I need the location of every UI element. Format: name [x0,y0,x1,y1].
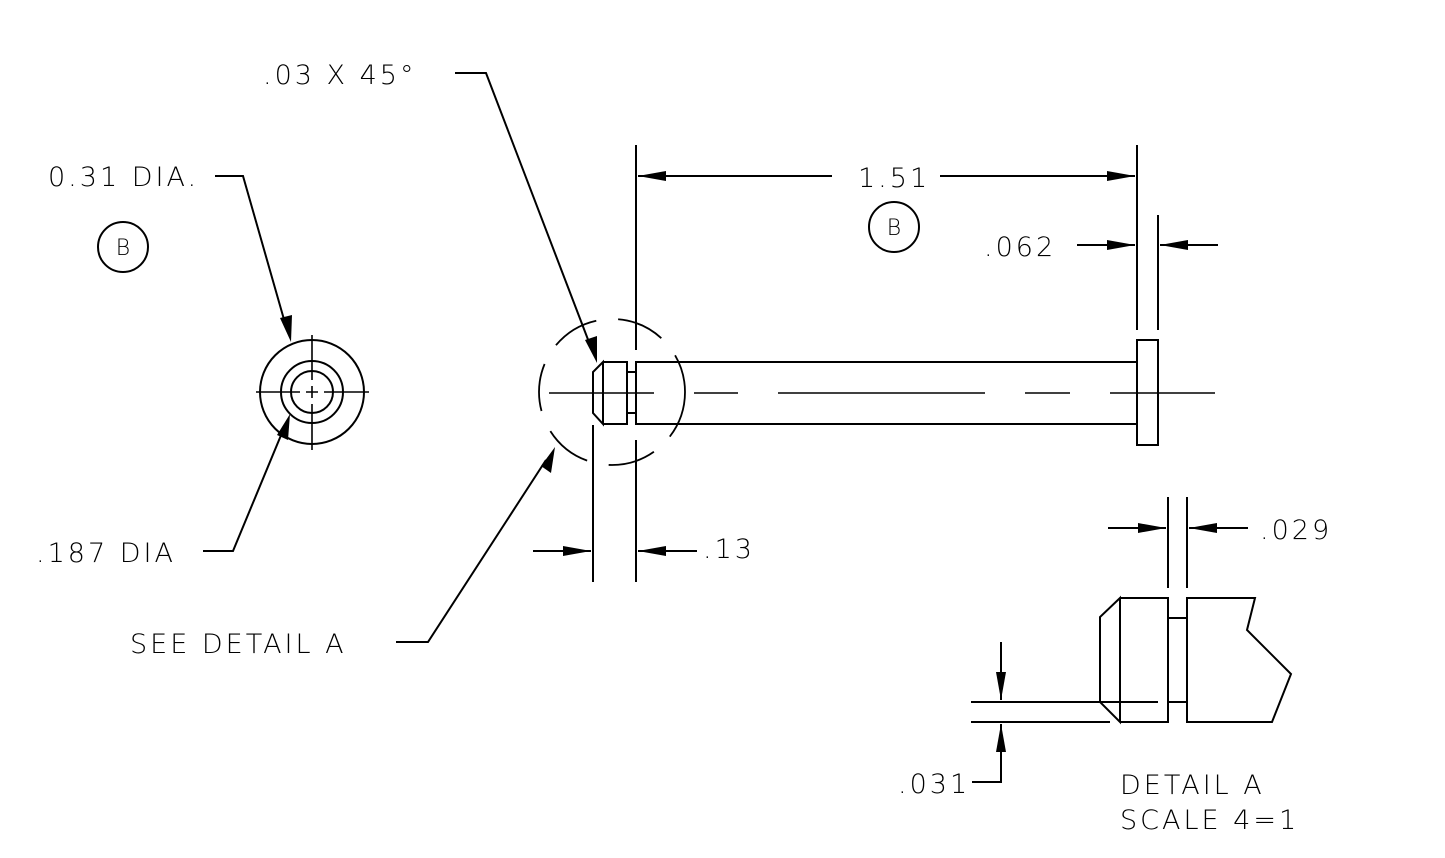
end-view-centerlines [256,335,369,450]
arrowhead [1138,523,1166,533]
arrowhead [1107,171,1135,181]
chamfer-leader [455,72,593,351]
arrowhead [996,724,1006,752]
arrowhead [563,546,591,556]
datum-bubble-label: B [887,216,901,241]
chamfer-label: .03 X 45° [263,60,416,91]
groove-width-label: .029 [1260,515,1332,546]
detail-title: DETAIL A [1120,770,1265,801]
pin-groove [627,371,636,414]
extension-lines [635,145,1159,350]
head-dia-label: 0.31 DIA. [48,162,199,193]
detail-scale: SCALE 4=1 [1120,805,1299,836]
end-view [256,335,369,450]
arrowhead [585,336,597,363]
tip-len-label: .13 [703,534,755,565]
detail-groove [1168,617,1187,703]
see-detail-label: SEE DETAIL A [130,629,347,660]
detail-leader [396,459,547,643]
arrowhead [277,414,290,440]
arrowhead [541,447,555,473]
tip-extension-lines [592,425,637,582]
groove-depth-dim-line [972,642,1002,783]
groove-depth-label: .031 [898,769,970,800]
head-dia-leader [215,175,288,331]
detail-body-break [1186,597,1293,723]
arrowhead [996,672,1006,700]
arrowhead [638,171,666,181]
datum-bubble [868,201,920,253]
datum-bubble-label: B [116,236,130,261]
detail-a-circle [538,318,686,466]
arrowhead [1160,240,1188,250]
pin-side-view [538,318,1215,466]
detail-tip [1099,595,1169,725]
bore-dia-label: .187 DIA [36,538,176,569]
arrowhead [1189,523,1217,533]
detail-depth-lines [971,701,1158,723]
detail-a-view [971,595,1293,725]
datum-bubble [97,221,149,273]
head-thk-label: .062 [984,232,1056,263]
arrowhead [1107,240,1135,250]
length-label: 1.51 [858,163,930,194]
bore-dia-leader [203,427,285,552]
groove-extension-lines [1167,497,1188,588]
arrowhead [638,546,666,556]
arrowhead [280,315,292,342]
